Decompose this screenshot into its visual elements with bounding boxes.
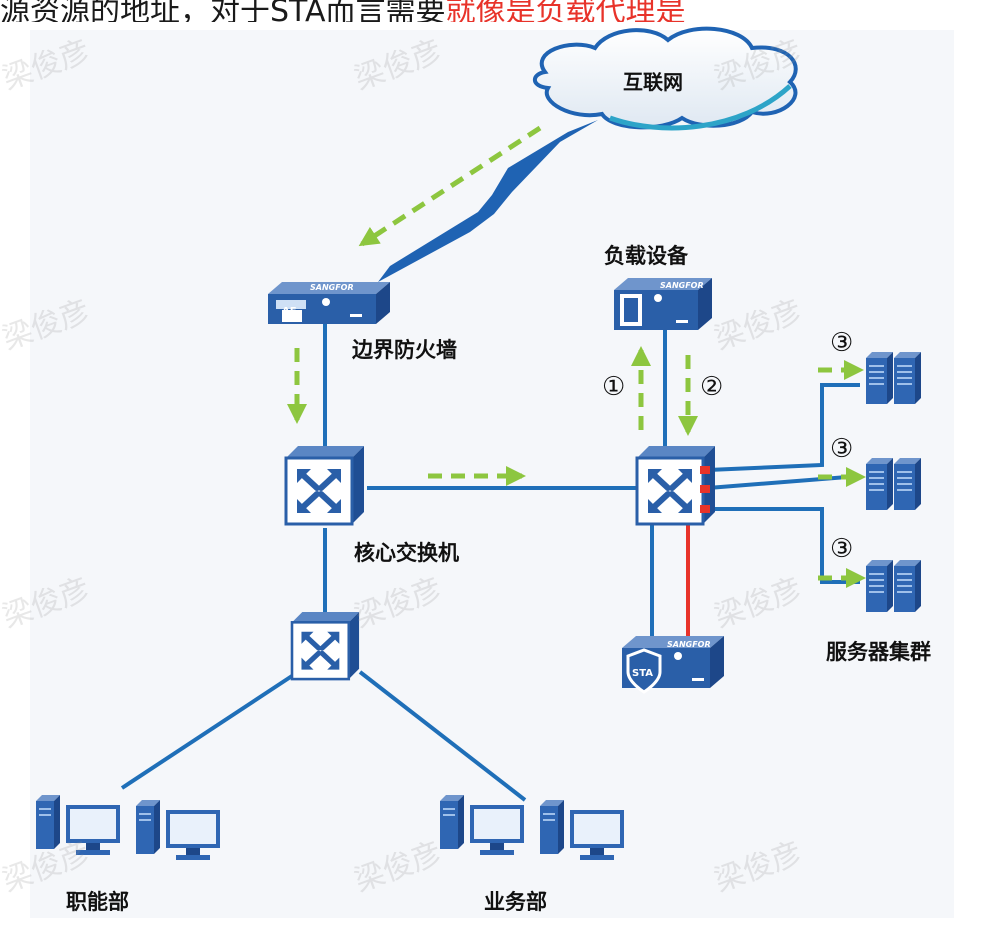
dept-business-label: 业务部	[484, 890, 547, 914]
pc-icon	[35, 794, 121, 856]
step-1-marker: ①	[602, 372, 626, 402]
server-icon	[865, 559, 894, 613]
sta-brand: SANGFOR	[667, 640, 711, 649]
step-3-marker: ③	[830, 534, 854, 564]
link-server-1	[707, 383, 860, 472]
top-caption: 源资源的地址，对于STA而言需要就像是负载代理是	[0, 0, 989, 22]
sta-device-icon	[622, 636, 724, 694]
server-cluster-label: 服务器集群	[826, 640, 931, 664]
link-server-2	[707, 474, 861, 490]
load-device-label: 负载设备	[604, 244, 688, 268]
server-icon	[865, 457, 894, 511]
core-switch-icon	[286, 446, 364, 524]
server-icon	[893, 457, 922, 511]
firewall-brand: SANGFOR	[310, 283, 354, 292]
internet-label: 互联网	[623, 70, 683, 94]
dept-functional-label: 职能部	[66, 890, 129, 914]
server-cluster-icons	[865, 351, 922, 613]
pc-icon	[439, 794, 525, 856]
sta-badge: STA	[632, 668, 653, 679]
load-brand: SANGFOR	[660, 281, 704, 290]
firewall-badge: AF	[282, 306, 297, 317]
step-2-marker: ②	[700, 372, 724, 402]
pc-icon	[135, 799, 221, 861]
server-icon	[893, 351, 922, 405]
link-server-3	[708, 507, 860, 584]
link-functional	[120, 670, 300, 790]
workstation-icons	[35, 794, 625, 861]
pc-icon	[539, 799, 625, 861]
step-3-marker: ③	[830, 434, 854, 464]
switch-ports	[700, 466, 710, 513]
network-links	[120, 322, 861, 802]
flow-arrows	[287, 125, 866, 588]
internet-cloud-icon	[532, 26, 798, 131]
server-icon	[893, 559, 922, 613]
diagram-panel	[30, 30, 954, 918]
dept-switch-icon	[292, 612, 359, 679]
step-3-marker: ③	[830, 328, 854, 358]
server-icon	[865, 351, 894, 405]
caption-text: 源资源的地址，对于STA而言需要	[0, 0, 446, 22]
firewall-device-icon	[268, 282, 390, 324]
core-switch-label: 核心交换机	[354, 541, 459, 565]
border-firewall-label: 边界防火墙	[352, 338, 457, 362]
wan-link-bolt	[378, 120, 598, 282]
link-business	[358, 670, 527, 802]
caption-highlight: 就像是负载代理是	[445, 0, 686, 22]
flow-internet-firewall	[358, 125, 542, 247]
load-balancer-icon	[614, 278, 712, 330]
